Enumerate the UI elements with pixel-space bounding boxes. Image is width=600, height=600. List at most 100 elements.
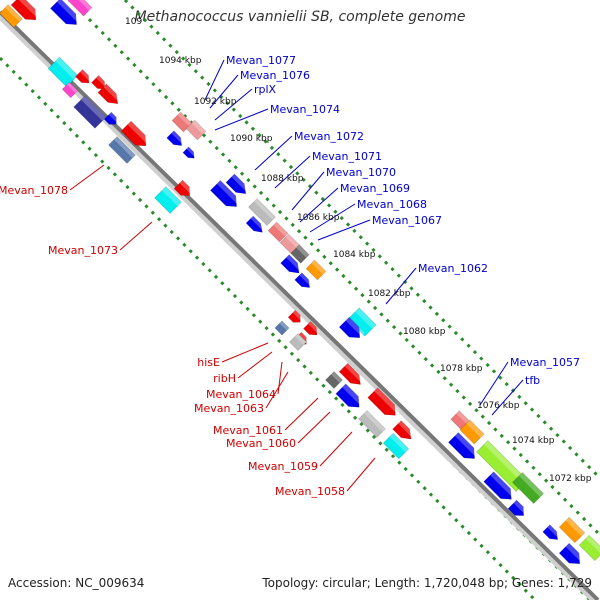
feature-blue	[245, 215, 266, 233]
minus-leader	[221, 342, 269, 363]
feature-blue	[507, 499, 528, 516]
minus-leader	[277, 361, 283, 395]
feature-blue	[280, 254, 304, 274]
feature-blue	[50, 0, 82, 25]
feature-orange	[459, 419, 485, 445]
feature-red	[75, 69, 93, 84]
minus-leader	[284, 397, 319, 431]
plus-leader	[479, 361, 509, 406]
plus-leader	[491, 379, 524, 416]
feature-lightgray	[289, 333, 307, 351]
minus-gene-label: ribH	[213, 372, 236, 385]
feature-blue	[103, 111, 120, 125]
feature-red	[367, 387, 401, 416]
minus-leader	[346, 457, 376, 492]
plus-leader	[291, 171, 325, 211]
feature-blue	[225, 173, 251, 195]
plus-gene-label: Mevan_1076	[240, 69, 310, 82]
minus-gene-label: Mevan_1061	[213, 424, 283, 437]
scale-label: 1086 kbp	[297, 213, 340, 223]
scale-label: 1092 kbp	[194, 97, 237, 107]
plus-gene-label: Mevan_1062	[418, 262, 488, 275]
plus-leader	[317, 219, 371, 241]
plus-leader	[254, 135, 293, 171]
feature-red	[303, 321, 321, 336]
plus-leader	[274, 155, 311, 189]
minus-leader	[237, 351, 273, 379]
feature-red	[120, 120, 151, 147]
feature-salmon	[267, 221, 289, 243]
feature-blue	[558, 542, 585, 565]
plus-gene-label: tfb	[525, 374, 540, 387]
topology-text: Topology: circular; Length: 1,720,048 bp…	[262, 576, 592, 590]
feature-magenta	[67, 0, 93, 17]
scale-label: 1088 kbp	[261, 174, 304, 184]
feature-blue	[542, 524, 562, 541]
feature-magenta	[61, 81, 79, 99]
plus-gene-label: Mevan_1067	[372, 214, 442, 227]
plus-gene-label: Mevan_1074	[270, 103, 340, 116]
label-leaders	[69, 59, 524, 492]
feature-green	[512, 472, 544, 504]
scale-label: 1072 kbp	[549, 474, 592, 484]
feature-blue	[335, 383, 365, 408]
feature-red	[287, 309, 304, 323]
feature-cyan	[154, 186, 182, 214]
scale-label: 109	[125, 17, 142, 27]
plus-leader	[204, 59, 225, 101]
scale-label: 1090 kbp	[230, 134, 273, 144]
backbone-line	[0, 10, 600, 600]
minus-gene-label: Mevan_1058	[275, 485, 345, 498]
tick-dot-line	[0, 56, 537, 600]
minus-gene-label: Mevan_1073	[48, 244, 118, 257]
feature-orange	[305, 259, 327, 281]
feature-red	[392, 420, 416, 440]
minus-leader	[297, 411, 331, 444]
feature-steelblue	[274, 320, 290, 336]
feature-darkgray	[325, 371, 343, 389]
scale-label: 1078 kbp	[440, 364, 483, 374]
plus-leader	[214, 108, 269, 131]
feature-cyan	[382, 432, 410, 460]
minus-leader	[265, 371, 289, 409]
feature-blue	[448, 432, 480, 459]
feature-rose	[279, 233, 301, 255]
minus-gene-label: Mevan_1060	[226, 437, 296, 450]
scale-label: 1074 kbp	[512, 436, 555, 446]
feature-blue	[166, 130, 186, 147]
minus-gene-label: Mevan_1078	[0, 184, 68, 197]
plus-gene-label: Mevan_1071	[312, 150, 382, 163]
feature-orange	[0, 4, 23, 28]
feature-cyan	[47, 56, 79, 88]
feature-darkgray	[290, 244, 310, 264]
feature-blue	[210, 180, 242, 207]
feature-blue	[294, 272, 314, 289]
plus-leader	[309, 203, 356, 233]
minus-gene-label: Mevan_1063	[194, 402, 264, 415]
map-title: Methanococcus vannielii SB, complete gen…	[134, 9, 466, 25]
plus-gene-label: Mevan_1072	[294, 130, 364, 143]
plus-leader	[214, 88, 253, 121]
feature-red	[173, 179, 194, 196]
feature-steelblue	[108, 136, 136, 164]
minus-gene-label: Mevan_1064	[206, 388, 276, 401]
minus-leader	[69, 164, 105, 191]
plus-gene-label: Mevan_1068	[357, 198, 427, 211]
plus-gene-label: Mevan_1077	[226, 54, 296, 67]
labels: 109 1094 kbp 1092 kbp 1090 kbp 1088 kbp 1086 …	[0, 17, 592, 498]
plus-leader	[385, 267, 417, 305]
minus-gene-label: Mevan_1059	[248, 460, 318, 473]
feature-red	[338, 362, 365, 385]
minus-leader	[119, 221, 153, 251]
plus-leader	[209, 74, 239, 109]
scale-label: 1094 kbp	[159, 56, 202, 66]
feature-lightgray	[248, 198, 276, 226]
minus-gene-label: hisE	[197, 356, 220, 369]
plus-leader	[299, 187, 339, 223]
feature-red	[97, 83, 123, 105]
feature-blue	[182, 146, 198, 159]
plus-gene-label: rplX	[254, 83, 277, 96]
feature-blue	[338, 316, 365, 339]
feature-blue	[483, 471, 517, 500]
